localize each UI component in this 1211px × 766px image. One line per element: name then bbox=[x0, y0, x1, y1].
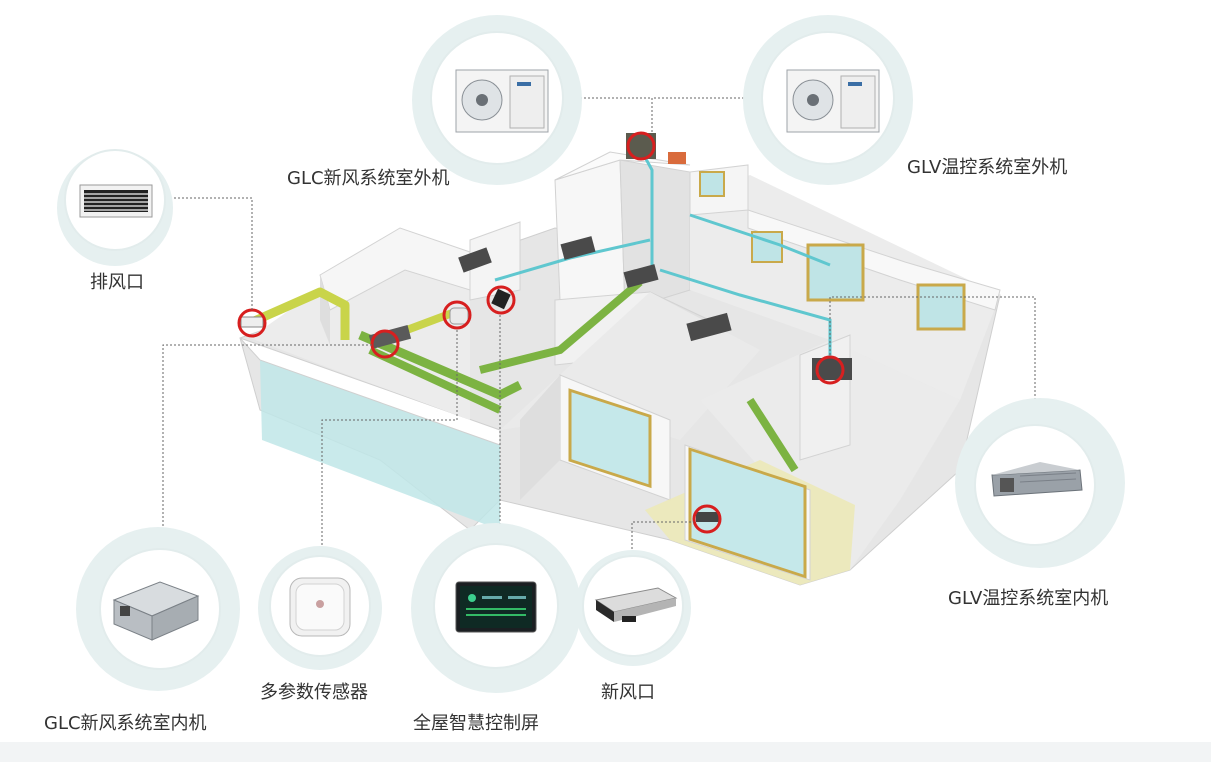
label-glc-indoor: GLC新风系统室内机 bbox=[44, 713, 207, 734]
ring-sensor bbox=[442, 300, 472, 330]
label-glc-outdoor: GLC新风系统室外机 bbox=[287, 168, 450, 189]
bubble-fresh-air-vent bbox=[575, 550, 691, 666]
leader-fresh-air bbox=[631, 521, 694, 553]
indoor-unit-4 bbox=[686, 312, 732, 342]
label-glv-indoor: GLV温控系统室内机 bbox=[948, 588, 1108, 609]
duct-yellow-main bbox=[250, 287, 350, 340]
label-exhaust-vent: 排风口 bbox=[90, 272, 144, 293]
ventilation-unit-icon bbox=[112, 581, 200, 641]
duct-cyan-4 bbox=[689, 213, 831, 267]
duct-unit-icon bbox=[991, 462, 1083, 497]
bubble-glc-outdoor bbox=[412, 15, 582, 185]
duct-green-3 bbox=[479, 278, 643, 374]
leader-glc-indoor bbox=[162, 344, 372, 530]
leader-glv-indoor bbox=[829, 296, 1036, 400]
outdoor-unit-icon bbox=[786, 69, 880, 133]
right-room-floor bbox=[700, 340, 960, 570]
glass-facade-left bbox=[260, 360, 500, 530]
bubble-control-screen bbox=[411, 523, 581, 693]
highlight-rings bbox=[237, 131, 845, 534]
ring-glv-indoor bbox=[815, 355, 845, 385]
bubble-glv-indoor bbox=[955, 398, 1125, 568]
labels: 排风口 GLC新风系统室外机 GLV温控系统室外机 GLV温控系统室内机 GLC… bbox=[44, 157, 1108, 734]
outdoor-unit-icon bbox=[455, 69, 549, 133]
bubble-glv-outdoor bbox=[743, 15, 913, 185]
tower-top bbox=[554, 151, 691, 181]
label-glv-outdoor: GLV温控系统室外机 bbox=[907, 157, 1067, 178]
label-control-screen: 全屋智慧控制屏 bbox=[413, 713, 539, 734]
leader-exhaust bbox=[170, 197, 253, 310]
ring-glc-outdoor bbox=[626, 131, 656, 161]
ring-fresh-air bbox=[692, 504, 722, 534]
wall-center-1 bbox=[469, 221, 521, 301]
indoor-unit-glc bbox=[368, 325, 412, 349]
outdoor-unit-small bbox=[668, 152, 686, 164]
indoor-unit-1 bbox=[458, 247, 492, 273]
screen-icon bbox=[455, 581, 537, 633]
bubbles bbox=[57, 15, 1125, 693]
right-room-wall bbox=[799, 334, 851, 461]
duct-green-4 bbox=[746, 397, 799, 473]
indoor-unit-2 bbox=[560, 236, 596, 260]
window-front-2 bbox=[688, 447, 807, 579]
footer-strip bbox=[0, 742, 1211, 762]
front-mid-wall-dark bbox=[520, 375, 560, 500]
window-rear-3 bbox=[916, 283, 966, 331]
label-fresh-air-vent: 新风口 bbox=[601, 682, 655, 703]
window-rear-2 bbox=[806, 243, 865, 302]
window-front-1 bbox=[568, 388, 652, 489]
fresh-air-vent-device bbox=[696, 512, 720, 522]
leader-sensor bbox=[321, 328, 458, 553]
house-model bbox=[237, 131, 1001, 586]
sensor-device bbox=[449, 307, 469, 325]
duct-cyan-3 bbox=[659, 268, 832, 360]
sensor-icon bbox=[289, 577, 351, 637]
bubble-glc-indoor bbox=[76, 527, 240, 691]
bubble-multi-sensor bbox=[258, 546, 382, 670]
indoor-unit-3 bbox=[623, 264, 659, 288]
tower-front bbox=[554, 159, 626, 311]
linear-vent-icon bbox=[594, 587, 678, 622]
leader-lines bbox=[162, 97, 1036, 553]
ring-control-screen bbox=[486, 285, 516, 315]
exhaust-vent-device bbox=[240, 316, 264, 328]
duct-green-2 bbox=[368, 346, 502, 414]
label-multi-sensor: 多参数传感器 bbox=[260, 682, 368, 703]
grille-icon bbox=[79, 184, 153, 218]
leader-glc-outdoor bbox=[580, 97, 653, 133]
bubble-exhaust-vent bbox=[57, 149, 173, 266]
control-screen-device bbox=[491, 288, 511, 310]
window-top bbox=[699, 171, 725, 197]
ring-glc-indoor bbox=[370, 329, 400, 359]
